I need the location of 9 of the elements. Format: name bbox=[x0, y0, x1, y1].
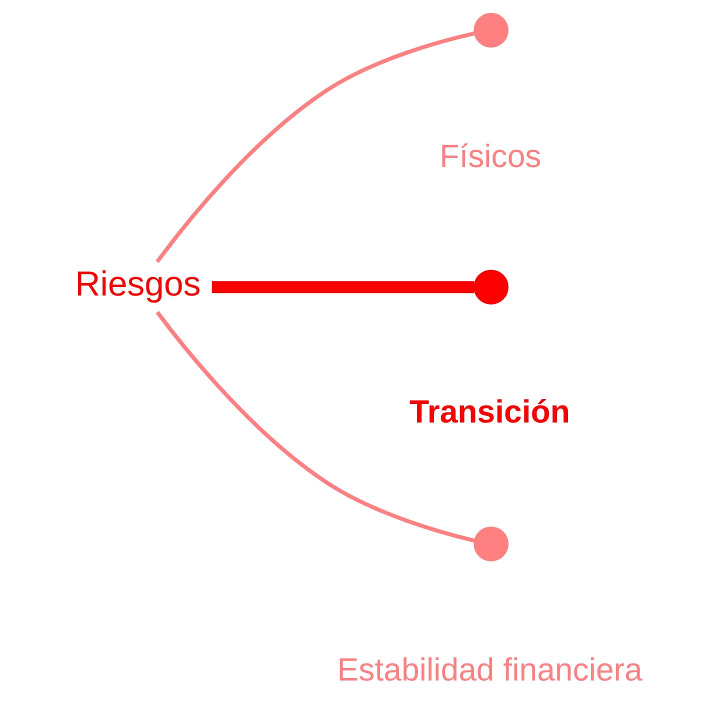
node-circle bbox=[473, 526, 508, 562]
connector bbox=[155, 32, 474, 264]
node-label: Transición bbox=[409, 393, 570, 430]
node-circle bbox=[473, 12, 508, 48]
connector bbox=[155, 310, 474, 543]
node-circle bbox=[473, 270, 508, 304]
node-label: Físicos bbox=[439, 138, 541, 174]
node-text: Riesgos bbox=[74, 266, 200, 304]
node-label: Estabilidad financiera bbox=[336, 652, 642, 688]
